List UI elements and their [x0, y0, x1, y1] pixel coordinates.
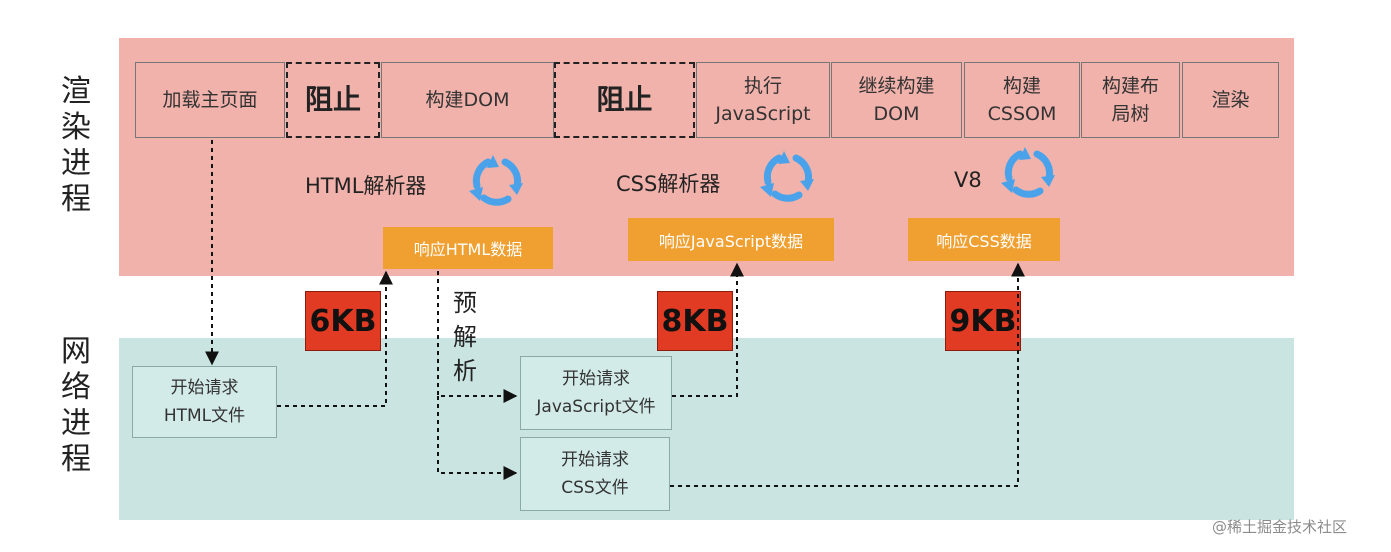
request-javascript-file: 开始请求 JavaScript文件	[520, 356, 672, 430]
arrow-js-to-response	[672, 262, 744, 397]
css-parser-label: CSS解析器	[616, 172, 721, 196]
network-process-label: 网络进程	[61, 334, 91, 477]
step-execute-javascript: 执行JavaScript	[696, 62, 830, 138]
refresh-cycle-icon	[469, 155, 523, 206]
request-javascript-line1: 开始请求	[562, 369, 630, 389]
preparse-label: 预解析	[453, 289, 477, 385]
step-load-main-page: 加载主页面	[135, 62, 285, 138]
arrow-css-to-response	[670, 262, 1025, 487]
request-css-file: 开始请求 CSS文件	[520, 437, 670, 511]
arrow-html-to-response	[277, 270, 393, 407]
refresh-cycle-icon	[1001, 147, 1055, 198]
step-build-dom: 构建DOM	[381, 62, 554, 138]
response-css-data: 响应CSS数据	[908, 218, 1060, 261]
request-html-line1: 开始请求	[170, 378, 239, 398]
step-block-1: 阻止	[286, 62, 380, 138]
render-process-label: 渲染进程	[61, 74, 91, 217]
step-block-2: 阻止	[554, 62, 695, 138]
arrow-preparse-to-css-request	[437, 396, 518, 480]
step-render: 渲染	[1182, 62, 1279, 138]
request-html-line2: HTML文件	[163, 406, 246, 426]
size-badge-6kb: 6KB	[305, 291, 381, 351]
size-badge-8kb: 8KB	[657, 291, 733, 351]
request-html-file: 开始请求 HTML文件	[132, 366, 277, 438]
html-parser-label: HTML解析器	[305, 174, 427, 198]
request-css-line1: 开始请求	[561, 450, 629, 470]
network-process-band	[119, 338, 1294, 520]
request-javascript-line2: JavaScript文件	[536, 397, 656, 417]
request-css-line2: CSS文件	[561, 478, 629, 498]
response-html-data: 响应HTML数据	[383, 227, 553, 269]
refresh-cycle-icon	[760, 151, 814, 202]
size-badge-9kb: 9KB	[945, 291, 1021, 351]
v8-label: V8	[954, 168, 982, 192]
watermark: @稀土掘金技术社区	[1212, 518, 1348, 536]
response-javascript-data: 响应JavaScript数据	[628, 218, 834, 261]
step-continue-build-dom: 继续构建DOM	[831, 62, 962, 138]
arrow-preparse-to-js-request	[437, 271, 518, 403]
step-build-layout-tree: 构建布局树	[1081, 62, 1180, 138]
step-build-cssom: 构建CSSOM	[964, 62, 1080, 138]
